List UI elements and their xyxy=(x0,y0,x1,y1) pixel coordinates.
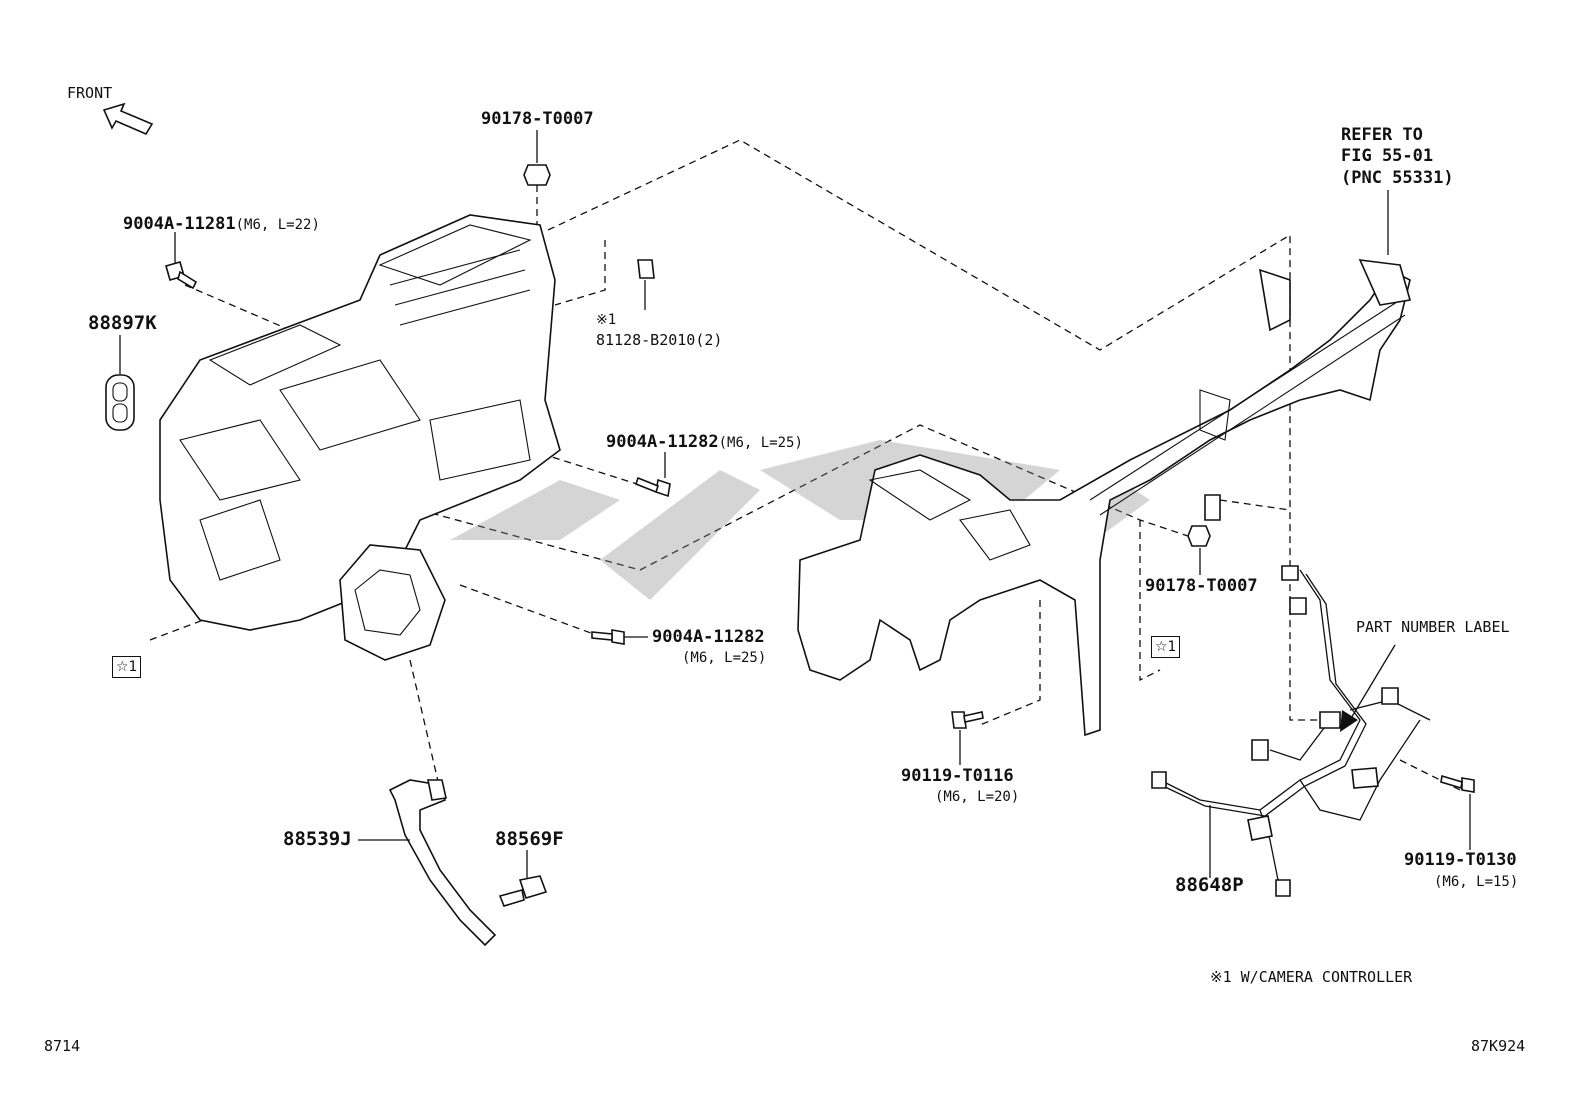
front-label: FRONT xyxy=(67,84,113,102)
callout-90119-t0130[interactable]: 90119-T0130 xyxy=(1404,850,1517,870)
refer-line-2: FIG 55-01 xyxy=(1341,146,1434,166)
callout-9004a-11282-b[interactable]: 9004A-11282 xyxy=(652,627,765,647)
nut-90178-top-drawing xyxy=(523,164,551,186)
callout-88897k[interactable]: 88897K xyxy=(88,312,157,334)
nut-90178-right-drawing xyxy=(1187,525,1211,547)
callout-88539j[interactable]: 88539J xyxy=(283,828,352,850)
dashed-guide-lines xyxy=(149,139,1461,791)
callout-9004a-11281-number: 9004A-11281 xyxy=(123,214,236,234)
refer-line-3[interactable]: (PNC 55331) xyxy=(1341,168,1454,188)
star-mark-right: ☆1 xyxy=(1151,636,1181,658)
wire-harness-88648p-drawing xyxy=(1151,565,1431,897)
pipe-88539j-drawing xyxy=(388,779,497,947)
front-arrow-icon xyxy=(102,102,154,136)
callout-9004a-11281-spec: (M6, L=22) xyxy=(235,217,320,233)
callout-90119-t0116-spec: (M6, L=20) xyxy=(935,789,1020,805)
callout-9004a-11282-a-spec: (M6, L=25) xyxy=(718,435,803,451)
footer-right-code: 87K924 xyxy=(1471,1037,1526,1055)
callout-9004a-11282-b-spec: (M6, L=25) xyxy=(682,650,767,666)
callout-9004a-11282-a-number: 9004A-11282 xyxy=(606,432,719,452)
bolt-90119-t0130-drawing xyxy=(1440,774,1475,793)
callout-88648p[interactable]: 88648P xyxy=(1175,874,1244,896)
callout-81128-b2010[interactable]: 81128-B2010(2) xyxy=(596,331,723,349)
callout-81128-mark: ※1 xyxy=(596,312,617,328)
callout-90119-t0130-spec: (M6, L=15) xyxy=(1434,874,1519,890)
sensor-88569f-drawing xyxy=(498,875,548,907)
gasket-88897k-drawing xyxy=(105,374,135,431)
bolt-9004a-11282-a-drawing xyxy=(635,476,671,498)
clip-81128-drawing xyxy=(637,259,655,279)
dash-reinforcement-drawing xyxy=(797,259,1412,737)
callout-88569f[interactable]: 88569F xyxy=(495,828,564,850)
refer-line-1: REFER TO xyxy=(1341,125,1423,145)
callout-90119-t0116[interactable]: 90119-T0116 xyxy=(901,766,1014,786)
arrow-head-icon xyxy=(1340,710,1358,732)
callout-9004a-11282-a[interactable]: 9004A-11282(M6, L=25) xyxy=(606,434,803,451)
hvac-unit-drawing xyxy=(159,214,561,661)
star-mark-left: ☆1 xyxy=(112,656,142,678)
bolt-90119-t0116-drawing xyxy=(951,711,984,729)
callout-90178-t0007-right[interactable]: 90178-T0007 xyxy=(1145,576,1258,596)
footnote: ※1 W/CAMERA CONTROLLER xyxy=(1210,968,1413,986)
part-number-label-text: PART NUMBER LABEL xyxy=(1356,618,1510,636)
callout-9004a-11281[interactable]: 9004A-11281(M6, L=22) xyxy=(123,216,320,233)
bolt-9004a-11282-b-drawing xyxy=(591,629,625,645)
bolt-9004a-11281-drawing xyxy=(165,261,198,290)
footer-left-code: 8714 xyxy=(44,1037,81,1055)
callout-90178-t0007-top[interactable]: 90178-T0007 xyxy=(481,109,594,129)
leader-lines xyxy=(119,130,1471,878)
